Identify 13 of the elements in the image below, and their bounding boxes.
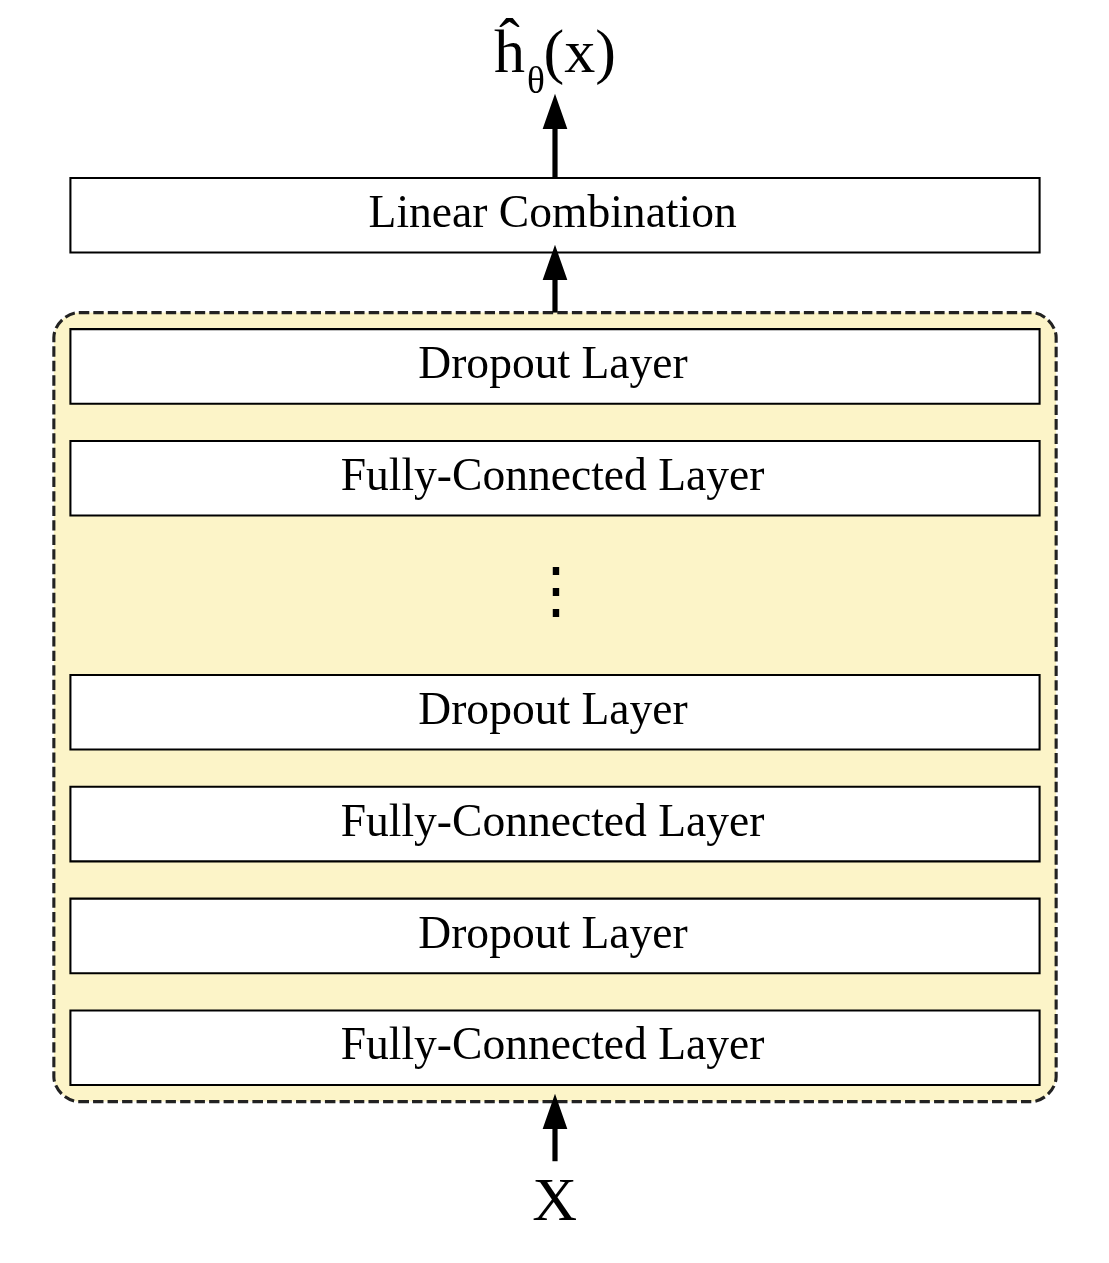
node-box: Fully-Connected Layer [68,785,1041,863]
cluster [51,311,1058,1104]
label: ⋮ [524,555,587,624]
node-text: X [531,1164,577,1233]
node-box: Dropout Layer [68,897,1041,975]
node-box: Fully-Connected Layer [68,439,1041,517]
node-box: Fully-Connected Layer [68,1009,1041,1087]
node-box: Dropout Layer [68,673,1041,751]
node-box: Linear Combination [68,176,1041,254]
node-text: ĥ$_{θ}$(x) [493,17,616,101]
arrow [542,93,567,178]
arrow [542,244,567,313]
node-box: Dropout Layer [68,328,1041,405]
